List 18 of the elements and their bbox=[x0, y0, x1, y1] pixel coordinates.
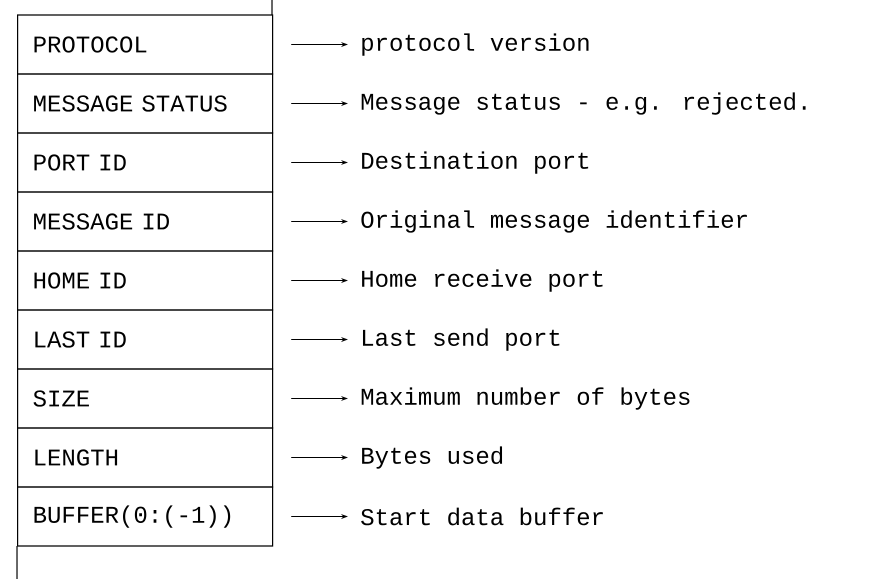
field-box: HOME ID bbox=[17, 250, 274, 311]
field-box: PROTOCOL bbox=[17, 14, 274, 75]
description-text: Start data buffer bbox=[361, 508, 603, 526]
description-text: Last send port bbox=[362, 328, 560, 351]
description-text: Bytes used bbox=[362, 446, 502, 469]
description-text: Destination port bbox=[362, 151, 588, 174]
field-box: MESSAGE ID bbox=[17, 191, 274, 252]
description-text: Maximum number of bytes bbox=[362, 387, 690, 410]
field-box: SIZE bbox=[17, 368, 274, 429]
description-text: Home receive port bbox=[362, 269, 603, 292]
description-text: protocol version bbox=[362, 33, 588, 56]
description-text: Message status - e.g. rejected. bbox=[362, 92, 806, 115]
field-box: PORT ID bbox=[17, 132, 274, 193]
field-box: MESSAGE STATUS bbox=[17, 73, 274, 134]
field-box: LAST ID bbox=[17, 309, 274, 370]
description-text: Original message identifier bbox=[361, 210, 747, 233]
field-box: BUFFER(0:(-1)) bbox=[17, 486, 274, 547]
field-box: LENGTH bbox=[17, 427, 274, 488]
